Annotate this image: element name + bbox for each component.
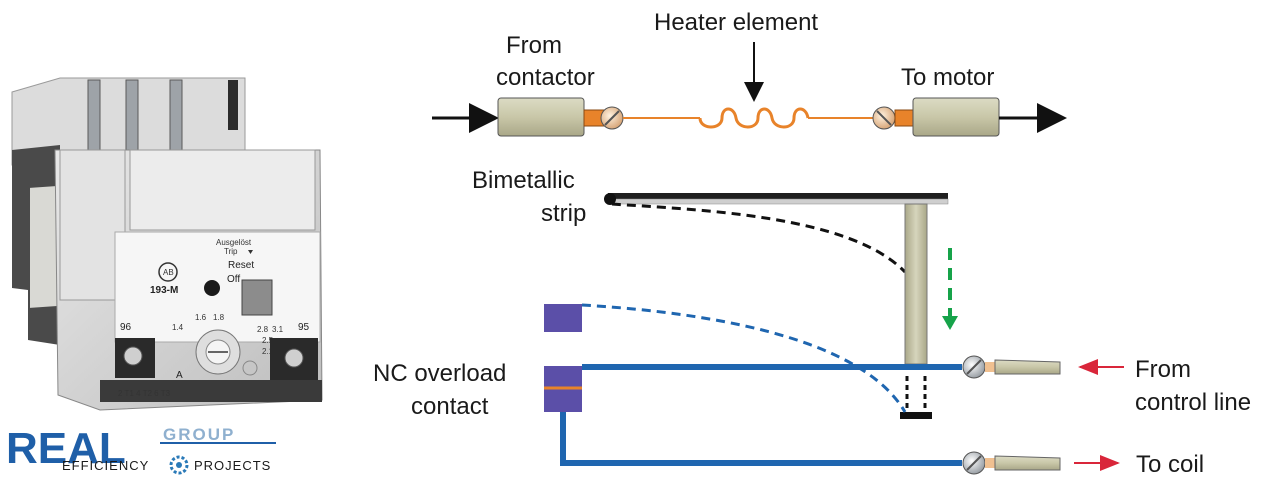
contact-open-path [581,303,907,413]
screw-right [284,348,304,368]
trip-label-1: Ausgelöst [216,238,252,247]
trip-label-2: Trip [224,247,238,256]
bottom-terminals: 2 T1 4 T2 6 T3 [118,389,171,398]
upper-contact-pad [544,304,582,332]
dial-mark-1: 1.4 [172,323,184,332]
dial-mark-6: 2.5 [262,336,274,345]
nc-contact-label-1: NC overload [373,360,506,387]
dial-mark-4: 2.8 [257,325,269,334]
to-motor-label: To motor [901,64,994,91]
reset-label-1: Reset [228,260,254,271]
heater-element-label: Heater element [654,9,818,36]
strip-pivot [604,193,616,205]
control-cable [994,359,1061,375]
dial-mark-2: 1.6 [195,313,207,322]
gear-icon [169,455,189,475]
prong-4 [228,80,238,130]
nc-contact-circuit [544,303,1124,475]
heater-coil [698,107,810,129]
dial-unit: A [176,370,183,381]
motor-terminal-block [912,97,1000,137]
prong-2 [125,79,139,151]
trip-indicator [204,280,220,296]
reset-button[interactable] [241,279,273,316]
push-rod [904,203,928,365]
prong-1 [87,79,101,151]
rod-tip [900,412,932,419]
bimetallic-label-1: Bimetallic [472,167,575,194]
bimetallic-assembly [604,193,958,419]
strip-deflection-path [611,202,907,274]
bimetallic-strip [608,193,948,199]
from-control-label-1: From [1135,356,1191,383]
dial-mark-5: 3.1 [272,325,284,334]
logo-real: REAL [6,424,126,473]
real-group-logo: REAL GROUP EFFICIENCY PROJECTS [6,424,276,475]
reset-label-2: Off [227,274,240,285]
dial-mark-3: 1.8 [213,313,225,322]
screw-left [123,346,143,366]
logo-efficiency: EFFICIENCY [62,458,149,473]
coil-wire [560,412,962,466]
terminal-95: 95 [298,322,310,333]
contactor-terminal-block [497,97,585,137]
brand-logo: AB [163,268,174,277]
coil-cable [994,455,1061,471]
logo-projects: PROJECTS [194,458,271,473]
logo-group: GROUP [163,425,235,444]
terminal-96: 96 [120,322,132,333]
relay-photo: AB 193-M Ausgelöst Trip Reset Off 96 95 … [11,77,323,411]
from-contactor-label-1: From [506,32,562,59]
from-contactor-label-2: contactor [496,64,595,91]
to-coil-label: To coil [1136,451,1204,478]
nc-contact-label-2: contact [411,393,489,420]
model-text: 193-M [150,285,178,296]
bimetallic-label-2: strip [541,200,586,227]
prong-3 [169,79,183,151]
heater-circuit [432,42,1067,137]
from-control-label-2: control line [1135,389,1251,416]
